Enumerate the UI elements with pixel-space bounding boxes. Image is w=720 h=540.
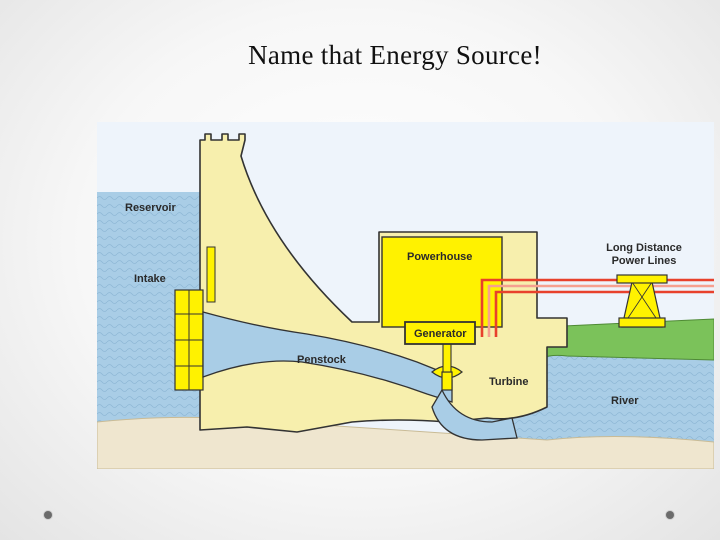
- label-turbine: Turbine: [489, 376, 529, 388]
- label-power-lines-line2: Power Lines: [612, 255, 677, 267]
- generator: [404, 321, 476, 345]
- label-river: River: [611, 395, 639, 407]
- hydroelectric-dam-diagram: Reservoir Intake Powerhouse Generator Pe…: [97, 122, 714, 469]
- label-penstock: Penstock: [297, 354, 347, 366]
- ground: [97, 416, 714, 469]
- penstock: [202, 311, 453, 403]
- slide-title: Name that Energy Source!: [248, 40, 542, 70]
- label-intake: Intake: [134, 273, 166, 285]
- intake-gate: [174, 246, 216, 391]
- bottom-right-dot: [666, 511, 674, 519]
- label-generator: Generator: [414, 328, 467, 340]
- label-reservoir: Reservoir: [125, 202, 176, 214]
- label-power-lines-line1: Long Distance: [606, 242, 682, 254]
- bottom-left-dot: [44, 511, 52, 519]
- label-powerhouse: Powerhouse: [407, 251, 472, 263]
- transmission-tower: [616, 274, 668, 328]
